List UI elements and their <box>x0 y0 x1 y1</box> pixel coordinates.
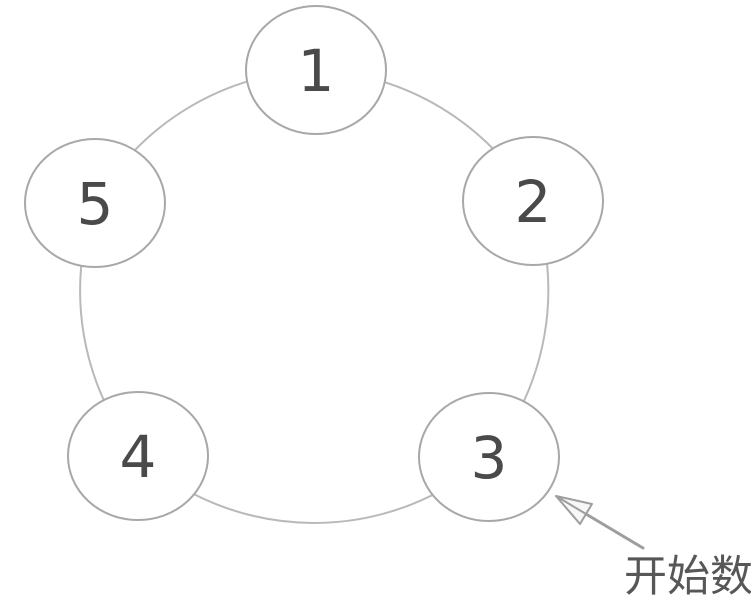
node-3-label: 3 <box>471 424 508 492</box>
node-4-label: 4 <box>120 423 157 491</box>
start-arrow-head-inner-line <box>555 495 587 515</box>
node-4-circle <box>67 391 209 521</box>
node-2: 2 <box>462 136 604 266</box>
node-5-circle <box>24 138 166 268</box>
node-1-circle <box>245 5 387 135</box>
node-1-label: 1 <box>298 37 335 105</box>
node-2-circle <box>462 136 604 266</box>
node-2-label: 2 <box>515 168 552 236</box>
node-1: 1 <box>245 5 387 135</box>
node-5-label: 5 <box>77 170 114 238</box>
start-arrow-shaft <box>584 512 645 550</box>
node-3-circle <box>418 392 560 522</box>
node-5: 5 <box>24 138 166 268</box>
start-arrow <box>555 495 645 550</box>
start-count-label: 开始数 <box>624 552 751 602</box>
node-3: 3 <box>418 392 560 522</box>
node-4: 4 <box>67 391 209 521</box>
